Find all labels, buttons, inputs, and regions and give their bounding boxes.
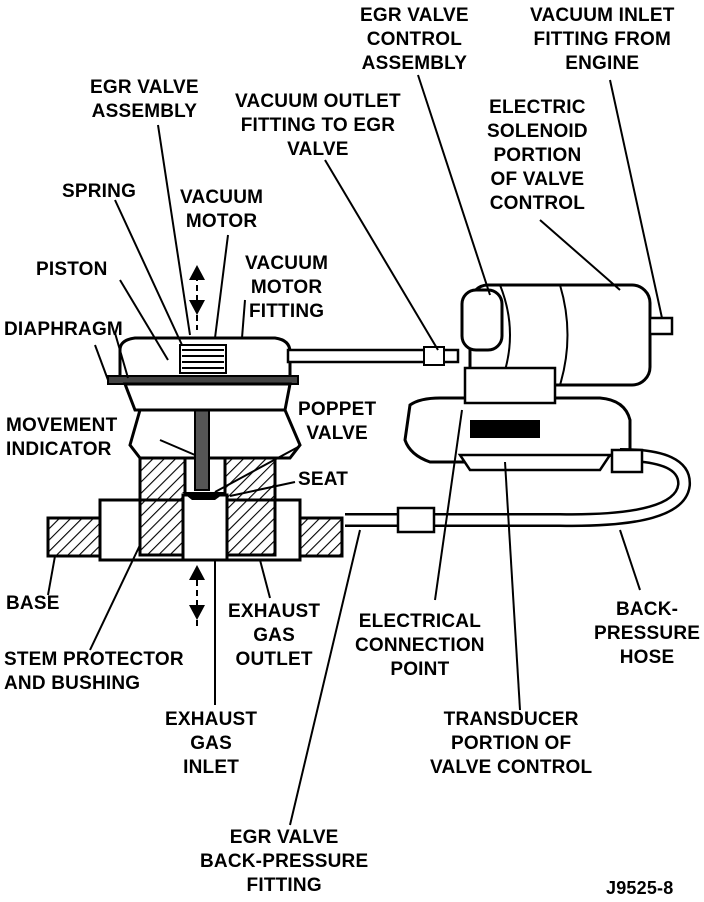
label-diaphragm: DIAPHRAGM <box>4 319 123 340</box>
vacuum-tube <box>286 346 460 366</box>
vacuum-motor <box>107 336 299 412</box>
egr-control-assembly <box>403 283 674 472</box>
label-electrical-connection-point: ELECTRICAL CONNECTION POINT <box>355 611 485 680</box>
label-exhaust-gas-inlet: EXHAUST GAS INLET <box>165 709 258 778</box>
label-egr-valve-control-assembly: EGR VALVE CONTROL ASSEMBLY <box>360 5 469 74</box>
label-transducer-portion: TRANSDUCER PORTION OF VALVE CONTROL <box>430 709 593 778</box>
label-seat: SEAT <box>298 469 349 490</box>
back-pressure-hose <box>345 448 691 534</box>
label-vacuum-motor-fitting: VACUUM MOTOR FITTING <box>245 253 329 322</box>
label-vacuum-outlet-fitting: VACUUM OUTLET FITTING TO EGR VALVE <box>235 91 401 160</box>
label-piston: PISTON <box>36 259 108 280</box>
label-egr-back-pressure-fitting: EGR VALVE BACK-PRESSURE FITTING <box>200 827 369 896</box>
movement-arrows <box>189 265 205 630</box>
label-egr-valve-assembly: EGR VALVE ASSEMBLY <box>90 77 199 122</box>
label-movement-indicator: MOVEMENT INDICATOR <box>6 415 118 460</box>
label-poppet-valve: POPPET VALVE <box>298 399 377 444</box>
figure-id: J9525-8 <box>606 878 674 898</box>
label-vacuum-motor: VACUUM MOTOR <box>180 187 264 232</box>
label-back-pressure-hose: BACK- PRESSURE HOSE <box>594 599 701 668</box>
leader-lines <box>47 74 663 826</box>
label-vacuum-inlet-fitting: VACUUM INLET FITTING FROM ENGINE <box>530 5 675 74</box>
label-exhaust-gas-outlet: EXHAUST GAS OUTLET <box>228 601 321 670</box>
label-base: BASE <box>6 593 60 614</box>
label-stem-protector: STEM PROTECTOR AND BUSHING <box>4 649 184 694</box>
label-electric-solenoid: ELECTRIC SOLENOID PORTION OF VALVE CONTR… <box>487 97 588 214</box>
label-spring: SPRING <box>62 181 137 202</box>
